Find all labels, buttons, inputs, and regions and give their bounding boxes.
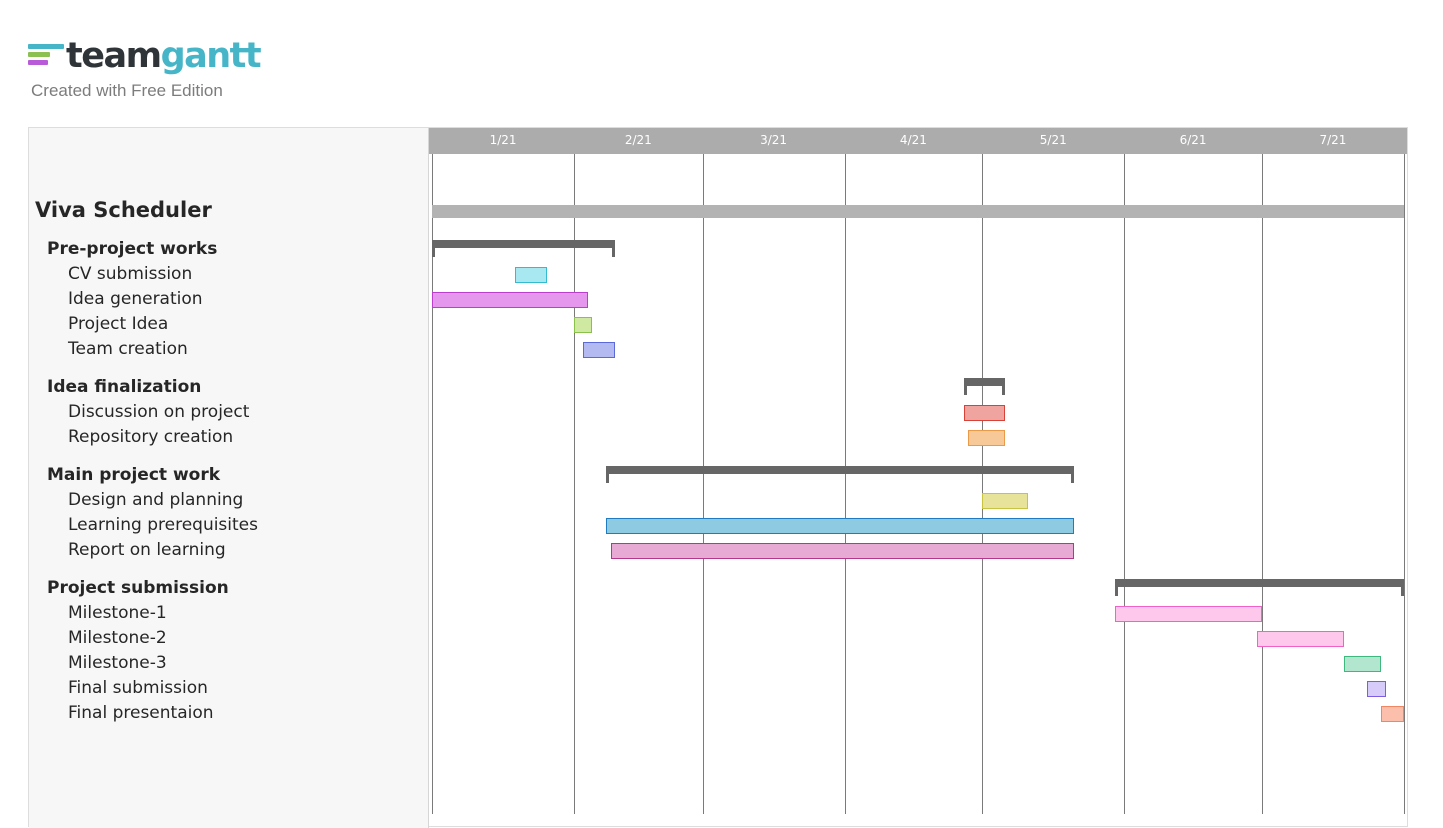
- month-label: 2/21: [624, 133, 652, 147]
- task-label: Report on learning: [68, 540, 226, 560]
- task-label: Design and planning: [68, 490, 244, 510]
- month-gridline: [982, 154, 983, 814]
- logo-stripe: [28, 60, 48, 65]
- brand-name: teamgantt: [66, 34, 262, 78]
- group-label: Main project work: [47, 465, 221, 485]
- task-label: Final submission: [68, 678, 208, 698]
- group-summary-bar: [606, 466, 1074, 483]
- task-label: Project Idea: [68, 314, 169, 334]
- task-label: Repository creation: [68, 427, 234, 447]
- task-label: Idea generation: [68, 289, 203, 309]
- task-bar: [963, 405, 1006, 421]
- group-summary-bar: [1115, 579, 1404, 596]
- brand-name-team: team: [66, 36, 162, 76]
- group-summary-bar: [963, 378, 1006, 395]
- month-gridline: [574, 154, 575, 814]
- task-label: Milestone-2: [68, 628, 167, 648]
- task-bar: [574, 317, 593, 333]
- task-list-panel: [29, 128, 429, 828]
- task-bar: [1367, 681, 1386, 697]
- month-label: 5/21: [1039, 133, 1067, 147]
- month-gridline: [1262, 154, 1263, 814]
- brand-subtitle: Created with Free Edition: [31, 81, 223, 100]
- group-label: Pre-project works: [47, 239, 218, 259]
- group-label: Idea finalization: [47, 377, 202, 397]
- logo-stripe: [28, 52, 50, 57]
- task-bar: [1381, 706, 1404, 722]
- teamgantt-stripes-icon: [28, 44, 64, 72]
- group-label: Project submission: [47, 578, 229, 598]
- month-label: 6/21: [1179, 133, 1207, 147]
- month-gridline: [1404, 154, 1405, 814]
- task-bar: [583, 342, 616, 358]
- task-bar: [1257, 631, 1345, 647]
- month-label: 3/21: [760, 133, 788, 147]
- timeline-header: [429, 128, 1407, 154]
- group-summary-bar: [432, 240, 616, 257]
- month-label: 1/21: [489, 133, 517, 147]
- task-bar: [610, 543, 1074, 559]
- project-summary-bar: [432, 205, 1404, 218]
- month-label: 4/21: [899, 133, 927, 147]
- task-bar: [982, 493, 1029, 509]
- task-label: Milestone-3: [68, 653, 167, 673]
- project-title: Viva Scheduler: [35, 198, 212, 222]
- month-gridline: [1124, 154, 1125, 814]
- month-gridline: [845, 154, 846, 814]
- brand-name-gantt: gantt: [160, 36, 262, 76]
- task-bar: [1115, 606, 1262, 622]
- month-gridline: [432, 154, 433, 814]
- task-label: Learning prerequisites: [68, 515, 258, 535]
- teamgantt-logo: teamgantt Created with Free Edition: [28, 36, 288, 104]
- task-label: Milestone-1: [68, 603, 167, 623]
- task-label: Team creation: [68, 339, 188, 359]
- task-label: Final presentaion: [68, 703, 214, 723]
- logo-stripe: [28, 44, 64, 49]
- task-bar: [432, 292, 588, 308]
- task-bar: [514, 267, 547, 283]
- task-bar: [1344, 656, 1382, 672]
- task-label: Discussion on project: [68, 402, 250, 422]
- month-gridline: [703, 154, 704, 814]
- task-label: CV submission: [68, 264, 193, 284]
- month-label: 7/21: [1319, 133, 1347, 147]
- task-bar: [968, 430, 1006, 446]
- task-bar: [606, 518, 1074, 534]
